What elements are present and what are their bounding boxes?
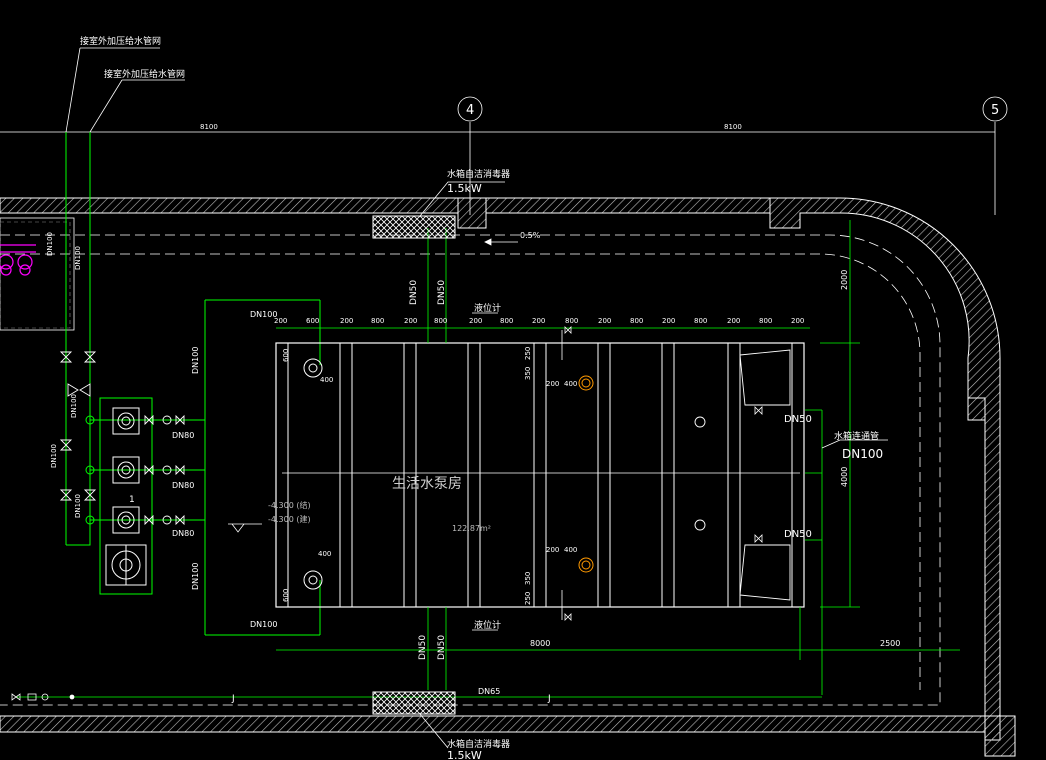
- top-dim-label: 200: [274, 317, 287, 325]
- pipe-j-2: J: [547, 694, 551, 704]
- level-2: -4.300 (建): [268, 514, 311, 524]
- top-dim-label: 200: [340, 317, 353, 325]
- dim-400-c: 400: [564, 380, 577, 388]
- room-name: 生活水泵房: [392, 476, 462, 492]
- trench-dashed: [0, 234, 941, 706]
- level-gauge-bottom: 液位计: [474, 619, 501, 631]
- level-1: -4.300 (结): [268, 500, 311, 510]
- dim-200-a: 200: [546, 380, 559, 388]
- sterilizer-top: [372, 181, 505, 239]
- sterilizer-top-power: 1.5kW: [447, 182, 482, 195]
- dn100-riser-1: DN100: [46, 232, 54, 256]
- top-dim-label: 200: [404, 317, 417, 325]
- dn100-riser-5: DN100: [74, 494, 82, 518]
- dn100-riser-3: DN100: [70, 394, 78, 418]
- top-dim-label: 200: [727, 317, 740, 325]
- top-dim-label: 200: [598, 317, 611, 325]
- top-dim-label: 800: [371, 317, 384, 325]
- dim-350-a: 350: [524, 367, 532, 380]
- sterilizer-bottom: [372, 691, 456, 749]
- dn80-label-1: DN80: [172, 431, 194, 440]
- dn50-label-c: DN50: [418, 635, 428, 660]
- axis-grid: [0, 96, 1008, 215]
- dim-4000: 4000: [840, 467, 849, 487]
- top-dim-label: 800: [434, 317, 447, 325]
- sterilizer-bottom-label: 水箱自洁消毒器: [447, 738, 510, 750]
- axis-5-label: 5: [991, 103, 999, 118]
- outside-pipe-label-1: 接室外加压给水管网: [80, 35, 161, 47]
- dim-400-b: 400: [318, 550, 331, 558]
- top-dim-label: 800: [694, 317, 707, 325]
- dim-250-b: 250: [524, 592, 532, 605]
- riser-valves: [59, 351, 97, 501]
- dn50-label-b: DN50: [437, 280, 447, 305]
- dim-right-top: 8100: [724, 123, 742, 131]
- dn50-right-1: DN50: [784, 414, 812, 425]
- top-dim-label: 800: [500, 317, 513, 325]
- top-dim-label: 800: [630, 317, 643, 325]
- water-tank: [275, 342, 805, 608]
- pipe-j-1: J: [231, 694, 235, 704]
- dim-600-b: 600: [282, 589, 290, 602]
- top-dim-label: 200: [532, 317, 545, 325]
- tank-connect-label: 水箱连通管: [834, 430, 879, 442]
- axis-4-label: 4: [466, 103, 474, 118]
- dim-200-b: 200: [546, 546, 559, 554]
- dn100-label-bl-v: DN100: [191, 563, 200, 590]
- dn100-riser-4: DN100: [50, 444, 58, 468]
- dn100-label-v6: DN100: [191, 347, 200, 374]
- top-dim-label: 200: [469, 317, 482, 325]
- dn80-label-3: DN80: [172, 529, 194, 538]
- dim-2500: 2500: [880, 639, 900, 648]
- pump-number: 1: [129, 495, 135, 505]
- bottom-pipe: [11, 693, 75, 701]
- dim-400-d: 400: [564, 546, 577, 554]
- top-dim-label: 800: [759, 317, 772, 325]
- dim-8000: 8000: [530, 639, 550, 648]
- dn100-label-tl: DN100: [250, 310, 277, 319]
- dim-left-top: 8100: [200, 123, 218, 131]
- top-dim-label: 800: [565, 317, 578, 325]
- magenta-pumps: [0, 244, 36, 276]
- dn80-label-2: DN80: [172, 481, 194, 490]
- tank-dimensions: [16, 220, 960, 698]
- dn65-label: DN65: [478, 687, 500, 696]
- level-gauge-top: 液位计: [474, 302, 501, 314]
- dim-2000: 2000: [840, 270, 849, 290]
- pump-set: [85, 397, 185, 595]
- outside-pipe-label-2: 接室外加压给水管网: [104, 68, 185, 80]
- dim-250-a: 250: [524, 347, 532, 360]
- dn100-tank-label: DN100: [842, 447, 883, 461]
- top-dimension-labels: 200 600 200 800 200 800 200 800 200 800 200 800 200 8…: [274, 317, 804, 325]
- slope-label: 0.5%: [520, 231, 541, 240]
- top-dim-label: 600: [306, 317, 319, 325]
- dn50-label-d: DN50: [437, 635, 447, 660]
- dim-400-a: 400: [320, 376, 333, 384]
- dim-600-a: 600: [282, 349, 290, 362]
- sterilizer-top-label: 水箱自洁消毒器: [447, 168, 510, 180]
- sterilizer-bottom-power: 1.5kW: [447, 749, 482, 760]
- walls: [0, 197, 1016, 757]
- room-area: 122.87m²: [452, 524, 491, 533]
- top-dim-label: 200: [662, 317, 675, 325]
- dn50-right-2: DN50: [784, 529, 812, 540]
- dim-350-b: 350: [524, 572, 532, 585]
- dn100-riser-2: DN100: [74, 246, 82, 270]
- dn50-label-a: DN50: [409, 280, 419, 305]
- top-dim-label: 200: [791, 317, 804, 325]
- dn100-label-bl: DN100: [250, 620, 277, 629]
- left-equipment-room: [0, 217, 75, 331]
